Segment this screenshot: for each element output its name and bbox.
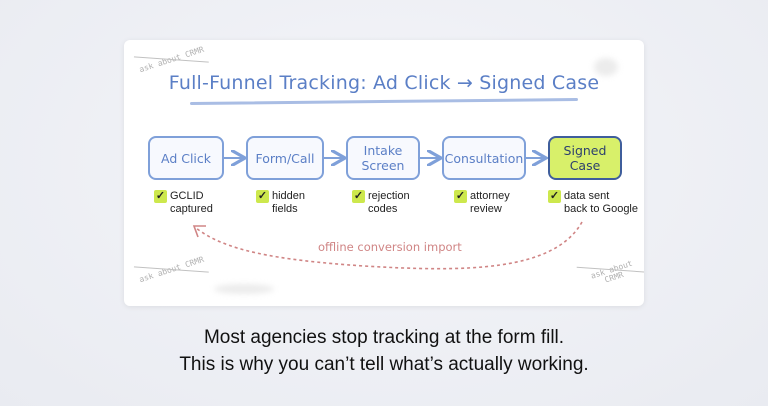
note-gclid: ✓ GCLID captured <box>154 190 213 216</box>
checkmark-icon: ✓ <box>548 190 561 203</box>
diagram-connectors <box>192 40 583 270</box>
checkmark-icon: ✓ <box>352 190 365 203</box>
note-text: hidden fields <box>272 190 306 215</box>
note-hidden-fields: ✓ hidden fields <box>256 190 305 216</box>
note-text: data sent back to Google <box>564 190 638 215</box>
caption-line-2: This is why you can’t tell what’s actual… <box>179 354 589 375</box>
checkmark-icon: ✓ <box>256 190 269 203</box>
caption-line-1: Most agencies stop tracking at the form … <box>203 327 565 348</box>
note-attorney-review: ✓ attorney review <box>454 190 510 216</box>
step-intake-screen: Intake Screen <box>346 136 420 180</box>
note-rejection-codes: ✓ rejection codes <box>352 190 410 216</box>
step-ad-click: Ad Click <box>148 136 224 180</box>
step-signed-case: Signed Case <box>548 136 622 180</box>
note-text: GCLID captured <box>170 190 213 215</box>
diagram-card: Full-Funnel Tracking: Ad Click → Signed … <box>124 40 644 306</box>
checkmark-icon: ✓ <box>454 190 467 203</box>
note-text: attorney review <box>470 190 510 215</box>
diagram-title: Full-Funnel Tracking: Ad Click → Signed … <box>168 72 600 94</box>
offline-import-arrowhead <box>192 225 206 238</box>
smudge-decoration <box>214 284 274 294</box>
note-data-sent: ✓ data sent back to Google <box>548 190 638 216</box>
step-form-call: Form/Call <box>246 136 324 180</box>
note-text: rejection codes <box>368 190 410 215</box>
step-consultation: Consultation <box>442 136 526 180</box>
smudge-decoration <box>594 58 618 76</box>
checkmark-icon: ✓ <box>154 190 167 203</box>
offline-import-label: offline conversion import <box>318 240 462 254</box>
